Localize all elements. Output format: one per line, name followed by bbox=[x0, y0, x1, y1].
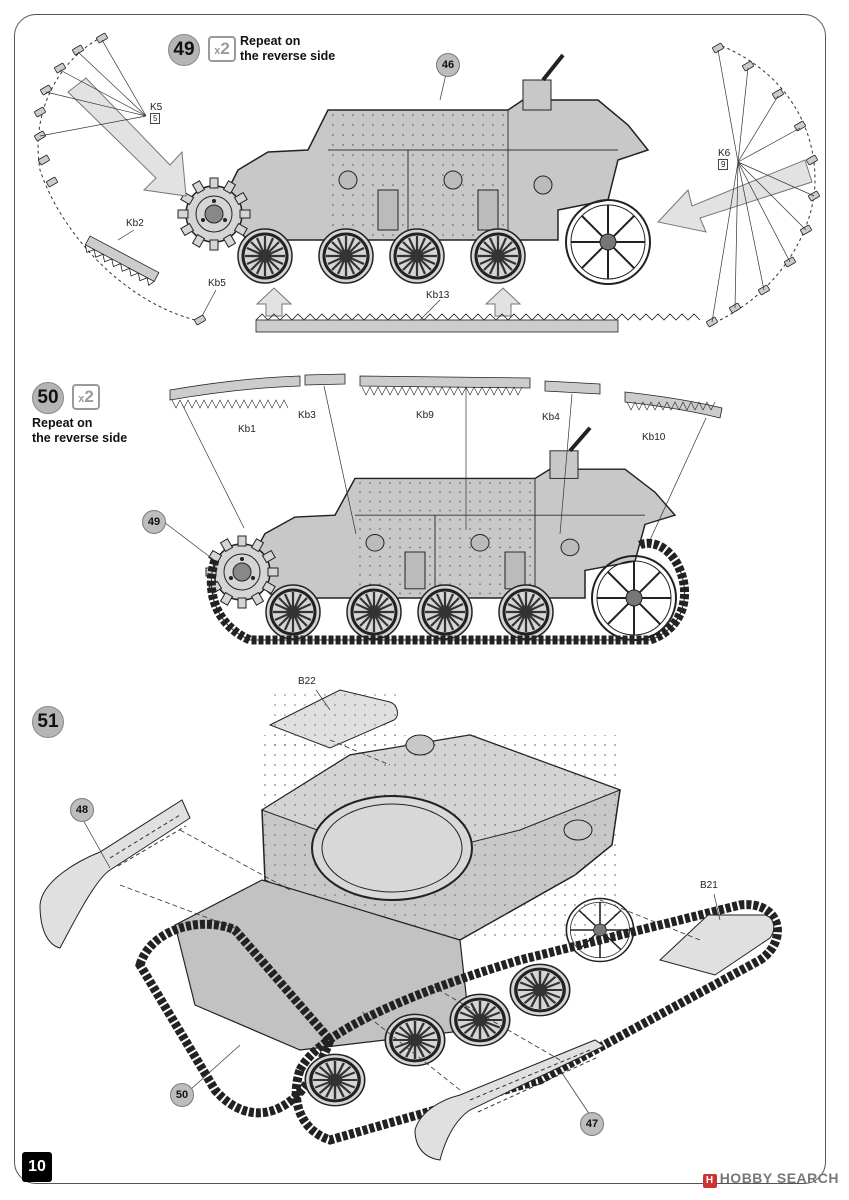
label-k5: K5 bbox=[150, 102, 163, 113]
label-kb2: Kb2 bbox=[126, 218, 144, 229]
watermark-text: HOBBY SEARCH bbox=[719, 1170, 839, 1186]
repeat-note-line1: Repeat on bbox=[32, 416, 93, 430]
repeat-note-50: Repeat on the reverse side bbox=[32, 416, 127, 446]
label-kb13: Kb13 bbox=[426, 290, 450, 301]
multiplier-x: x bbox=[214, 45, 221, 57]
hobby-search-logo-icon: H bbox=[702, 1174, 717, 1188]
label-k6: K6 bbox=[718, 148, 731, 159]
step-number-51: 51 bbox=[32, 706, 64, 738]
multiplier-value: 2 bbox=[220, 39, 230, 58]
part-ref-49: 49 bbox=[142, 510, 166, 534]
multiplier-value: 2 bbox=[84, 387, 94, 406]
part-ref-48: 48 bbox=[70, 798, 94, 822]
label-kb9: Kb9 bbox=[416, 410, 434, 421]
multiplier-x: x bbox=[78, 393, 85, 405]
label-k5-qty: 5 bbox=[150, 113, 161, 124]
step50-illustration bbox=[163, 373, 723, 645]
part-ref-50: 50 bbox=[170, 1083, 194, 1107]
label-kb3: Kb3 bbox=[298, 410, 316, 421]
step-number-50: 50 bbox=[32, 382, 64, 414]
label-b22: B22 bbox=[298, 676, 316, 687]
repeat-note-49: Repeat on the reverse side bbox=[240, 34, 335, 64]
label-k6-qty: 9 bbox=[718, 159, 729, 170]
multiplier-box-50: x2 bbox=[72, 384, 100, 410]
part-ref-47: 47 bbox=[580, 1112, 604, 1136]
label-kb1: Kb1 bbox=[238, 424, 256, 435]
repeat-note-line1: Repeat on bbox=[240, 34, 301, 48]
multiplier-box-49: x2 bbox=[208, 36, 236, 62]
repeat-note-line2: the reverse side bbox=[32, 431, 128, 445]
label-kb5: Kb5 bbox=[208, 278, 226, 289]
label-kb10: Kb10 bbox=[642, 432, 666, 443]
part-ref-46: 46 bbox=[436, 53, 460, 77]
label-b21: B21 bbox=[700, 880, 718, 891]
page-number: 10 bbox=[22, 1152, 52, 1182]
step51-illustration bbox=[39, 688, 782, 1161]
label-kb4: Kb4 bbox=[542, 412, 560, 423]
repeat-note-line2: the reverse side bbox=[240, 49, 336, 63]
step-number-49: 49 bbox=[168, 34, 200, 66]
step49-illustration bbox=[33, 32, 821, 333]
page-border bbox=[14, 14, 826, 1184]
